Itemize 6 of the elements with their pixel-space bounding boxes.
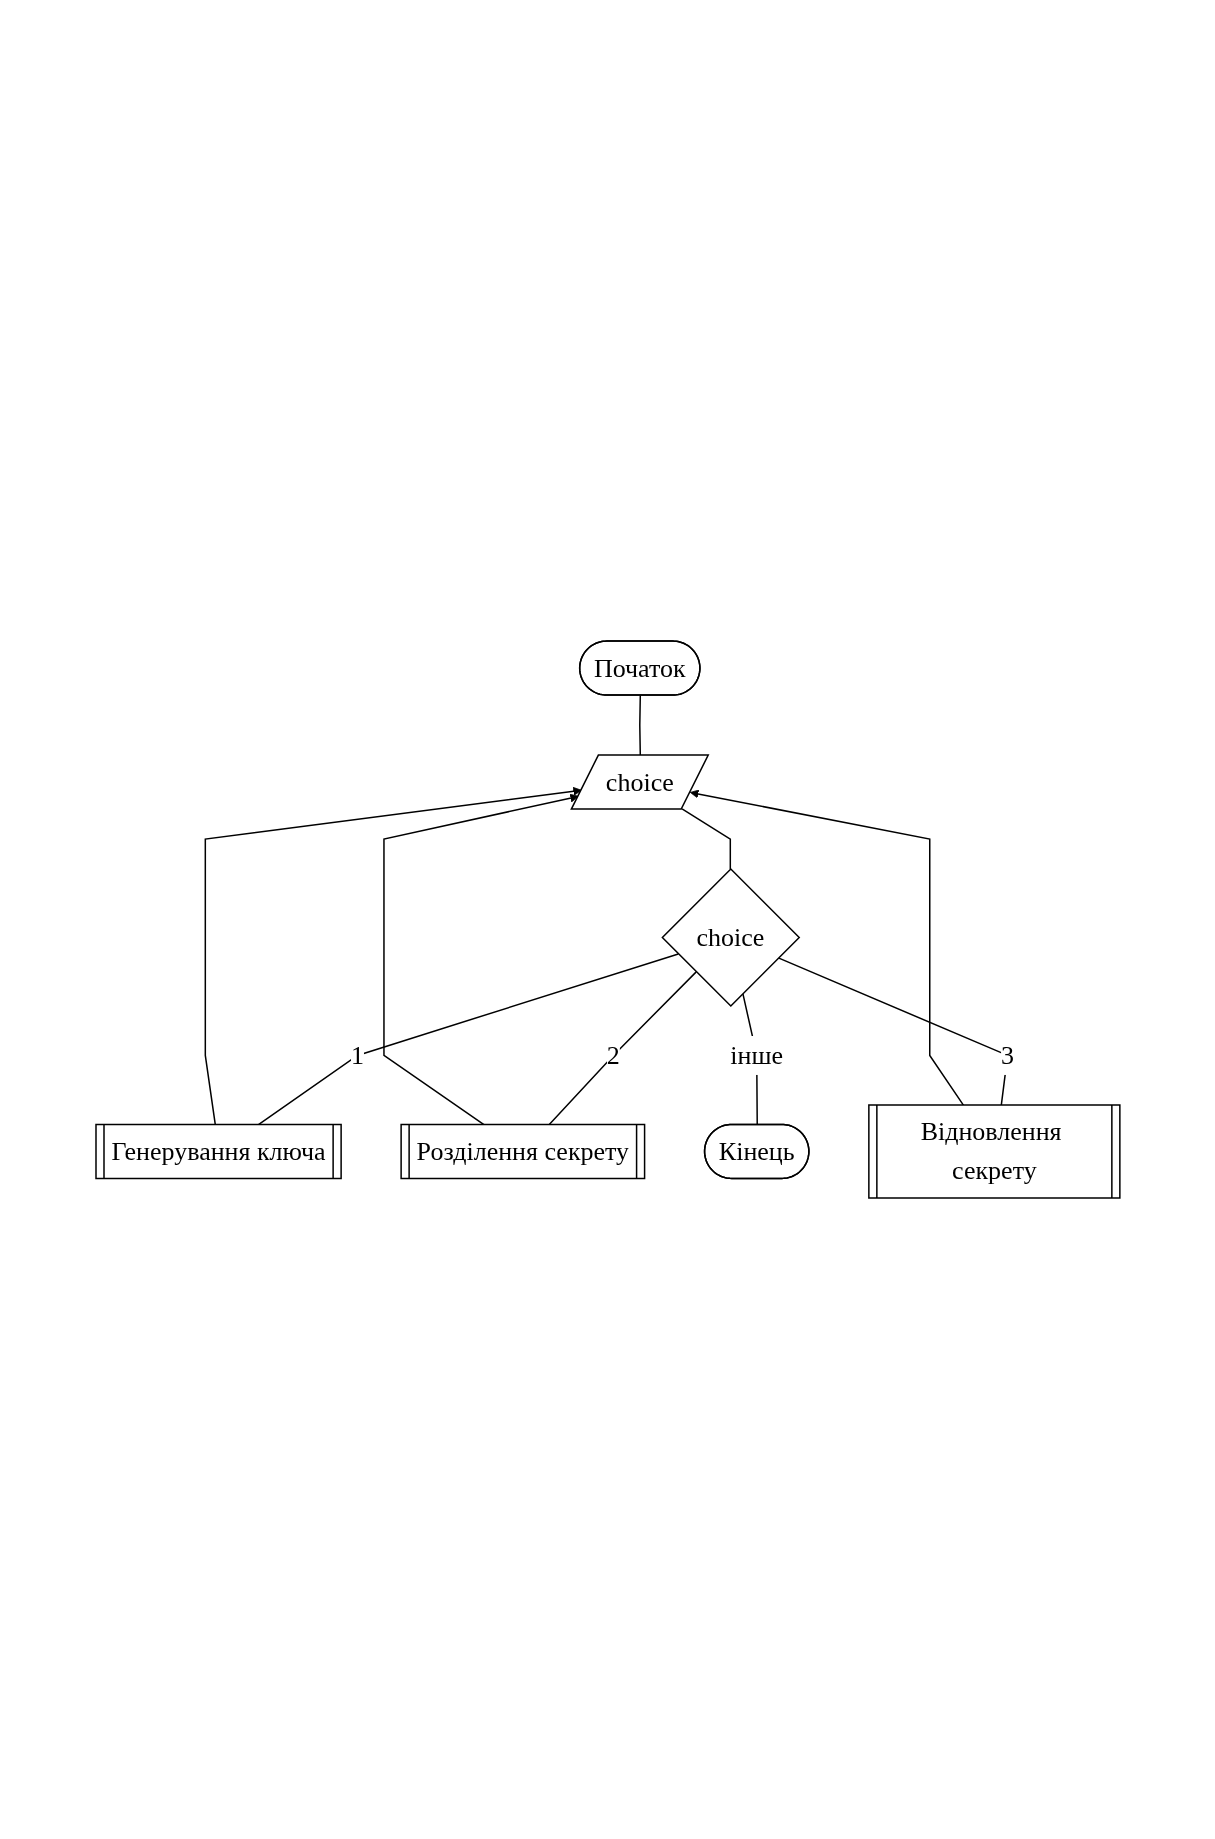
edge-label: 3 [1000,1040,1014,1070]
node-diamond: choice [660,868,800,1007]
edge-label: інше [729,1040,783,1070]
connector [680,808,731,870]
edge-label: 2 [606,1040,620,1070]
edge-label: 1 [350,1040,364,1070]
